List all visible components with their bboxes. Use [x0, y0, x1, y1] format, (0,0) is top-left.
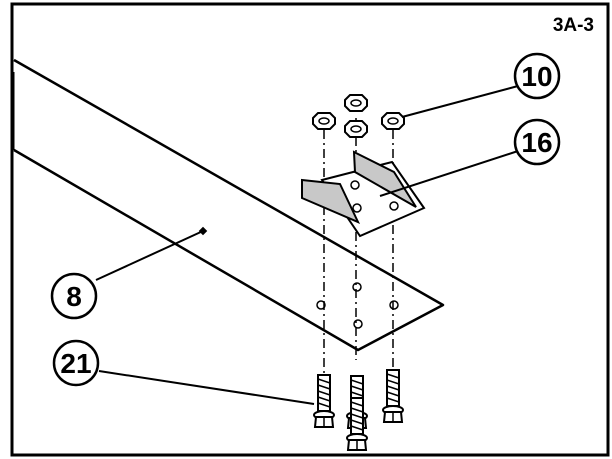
figure-id: 3A-3: [553, 15, 594, 36]
callout-10-label: 10: [521, 61, 552, 92]
frame-bar: [13, 58, 445, 352]
callout-21: 21: [52, 339, 100, 387]
callout-21-label: 21: [60, 348, 91, 379]
bracket: [301, 150, 426, 238]
callout-10: 10: [513, 52, 561, 100]
callout-8: 8: [50, 272, 98, 320]
callout-16-label: 16: [521, 127, 552, 158]
callout-16: 16: [513, 118, 561, 166]
callout-8-label: 8: [66, 281, 82, 312]
leader-lines: [95, 85, 519, 405]
